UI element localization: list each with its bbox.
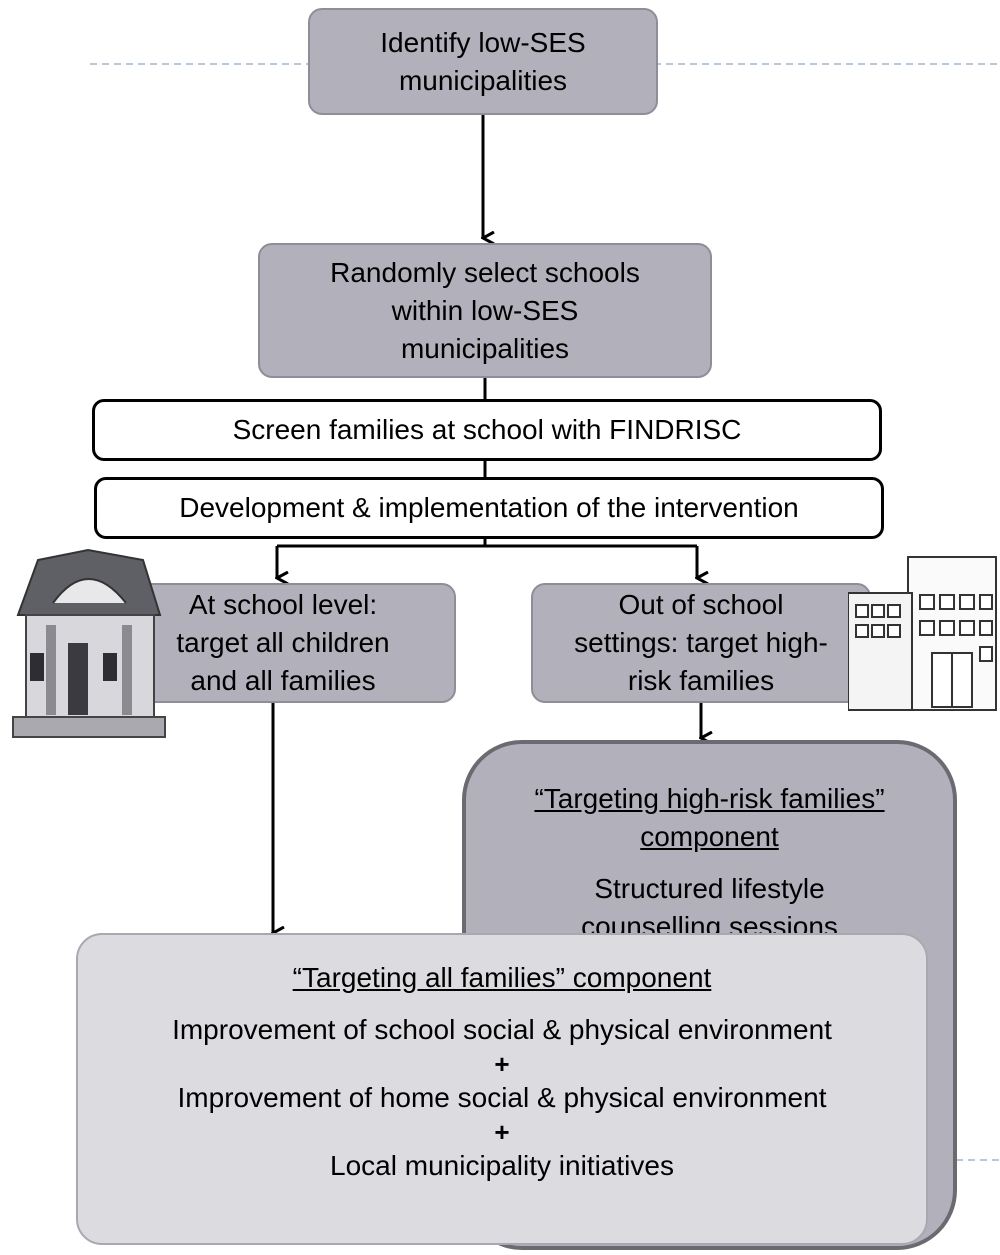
all-families-plus-2: + bbox=[494, 1117, 510, 1147]
all-families-item-3: Local municipality initiatives bbox=[330, 1150, 674, 1181]
all-families-component-box: “Targeting all families” component Impro… bbox=[76, 933, 928, 1245]
identify-line-1: Identify low-SES bbox=[380, 26, 586, 58]
high-risk-body-line-1: Structured lifestyle bbox=[594, 873, 825, 904]
high-risk-title-line-1: “Targeting high-risk families” bbox=[534, 783, 885, 814]
school-building-icon bbox=[12, 548, 166, 738]
out-of-school-line-1: Out of school bbox=[618, 589, 784, 620]
select-line-3: municipalities bbox=[400, 332, 570, 364]
out-of-school-node: Out of school settings: target high- ris… bbox=[531, 583, 871, 703]
school-level-node: At school level: target all children and… bbox=[110, 583, 456, 703]
screen-families-node: Screen families at school with FINDRISC bbox=[92, 399, 882, 461]
office-building-icon bbox=[848, 556, 997, 711]
school-level-line-2: target all children bbox=[176, 627, 390, 658]
all-families-item-2: Improvement of home social & physical en… bbox=[177, 1082, 827, 1113]
school-level-line-1: At school level: bbox=[188, 589, 378, 620]
select-line-1: Randomly select schools bbox=[330, 256, 640, 288]
school-level-line-3: and all families bbox=[190, 665, 376, 696]
all-families-item-1: Improvement of school social & physical … bbox=[172, 1014, 832, 1045]
high-risk-title-line-2: component bbox=[640, 821, 779, 852]
select-line-2: within low-SES bbox=[391, 294, 579, 326]
all-families-title: “Targeting all families” component bbox=[292, 962, 712, 993]
out-of-school-line-2: settings: target high- bbox=[574, 627, 828, 658]
identify-line-2: municipalities bbox=[398, 64, 568, 96]
out-of-school-line-3: risk families bbox=[627, 665, 775, 696]
select-schools-node: Randomly select schools within low-SES m… bbox=[258, 243, 712, 378]
development-label: Development & implementation of the inte… bbox=[179, 492, 799, 523]
identify-municipalities-node: Identify low-SES municipalities bbox=[308, 8, 658, 115]
screen-label: Screen families at school with FINDRISC bbox=[232, 414, 742, 445]
development-node: Development & implementation of the inte… bbox=[94, 477, 884, 539]
all-families-plus-1: + bbox=[494, 1049, 510, 1079]
